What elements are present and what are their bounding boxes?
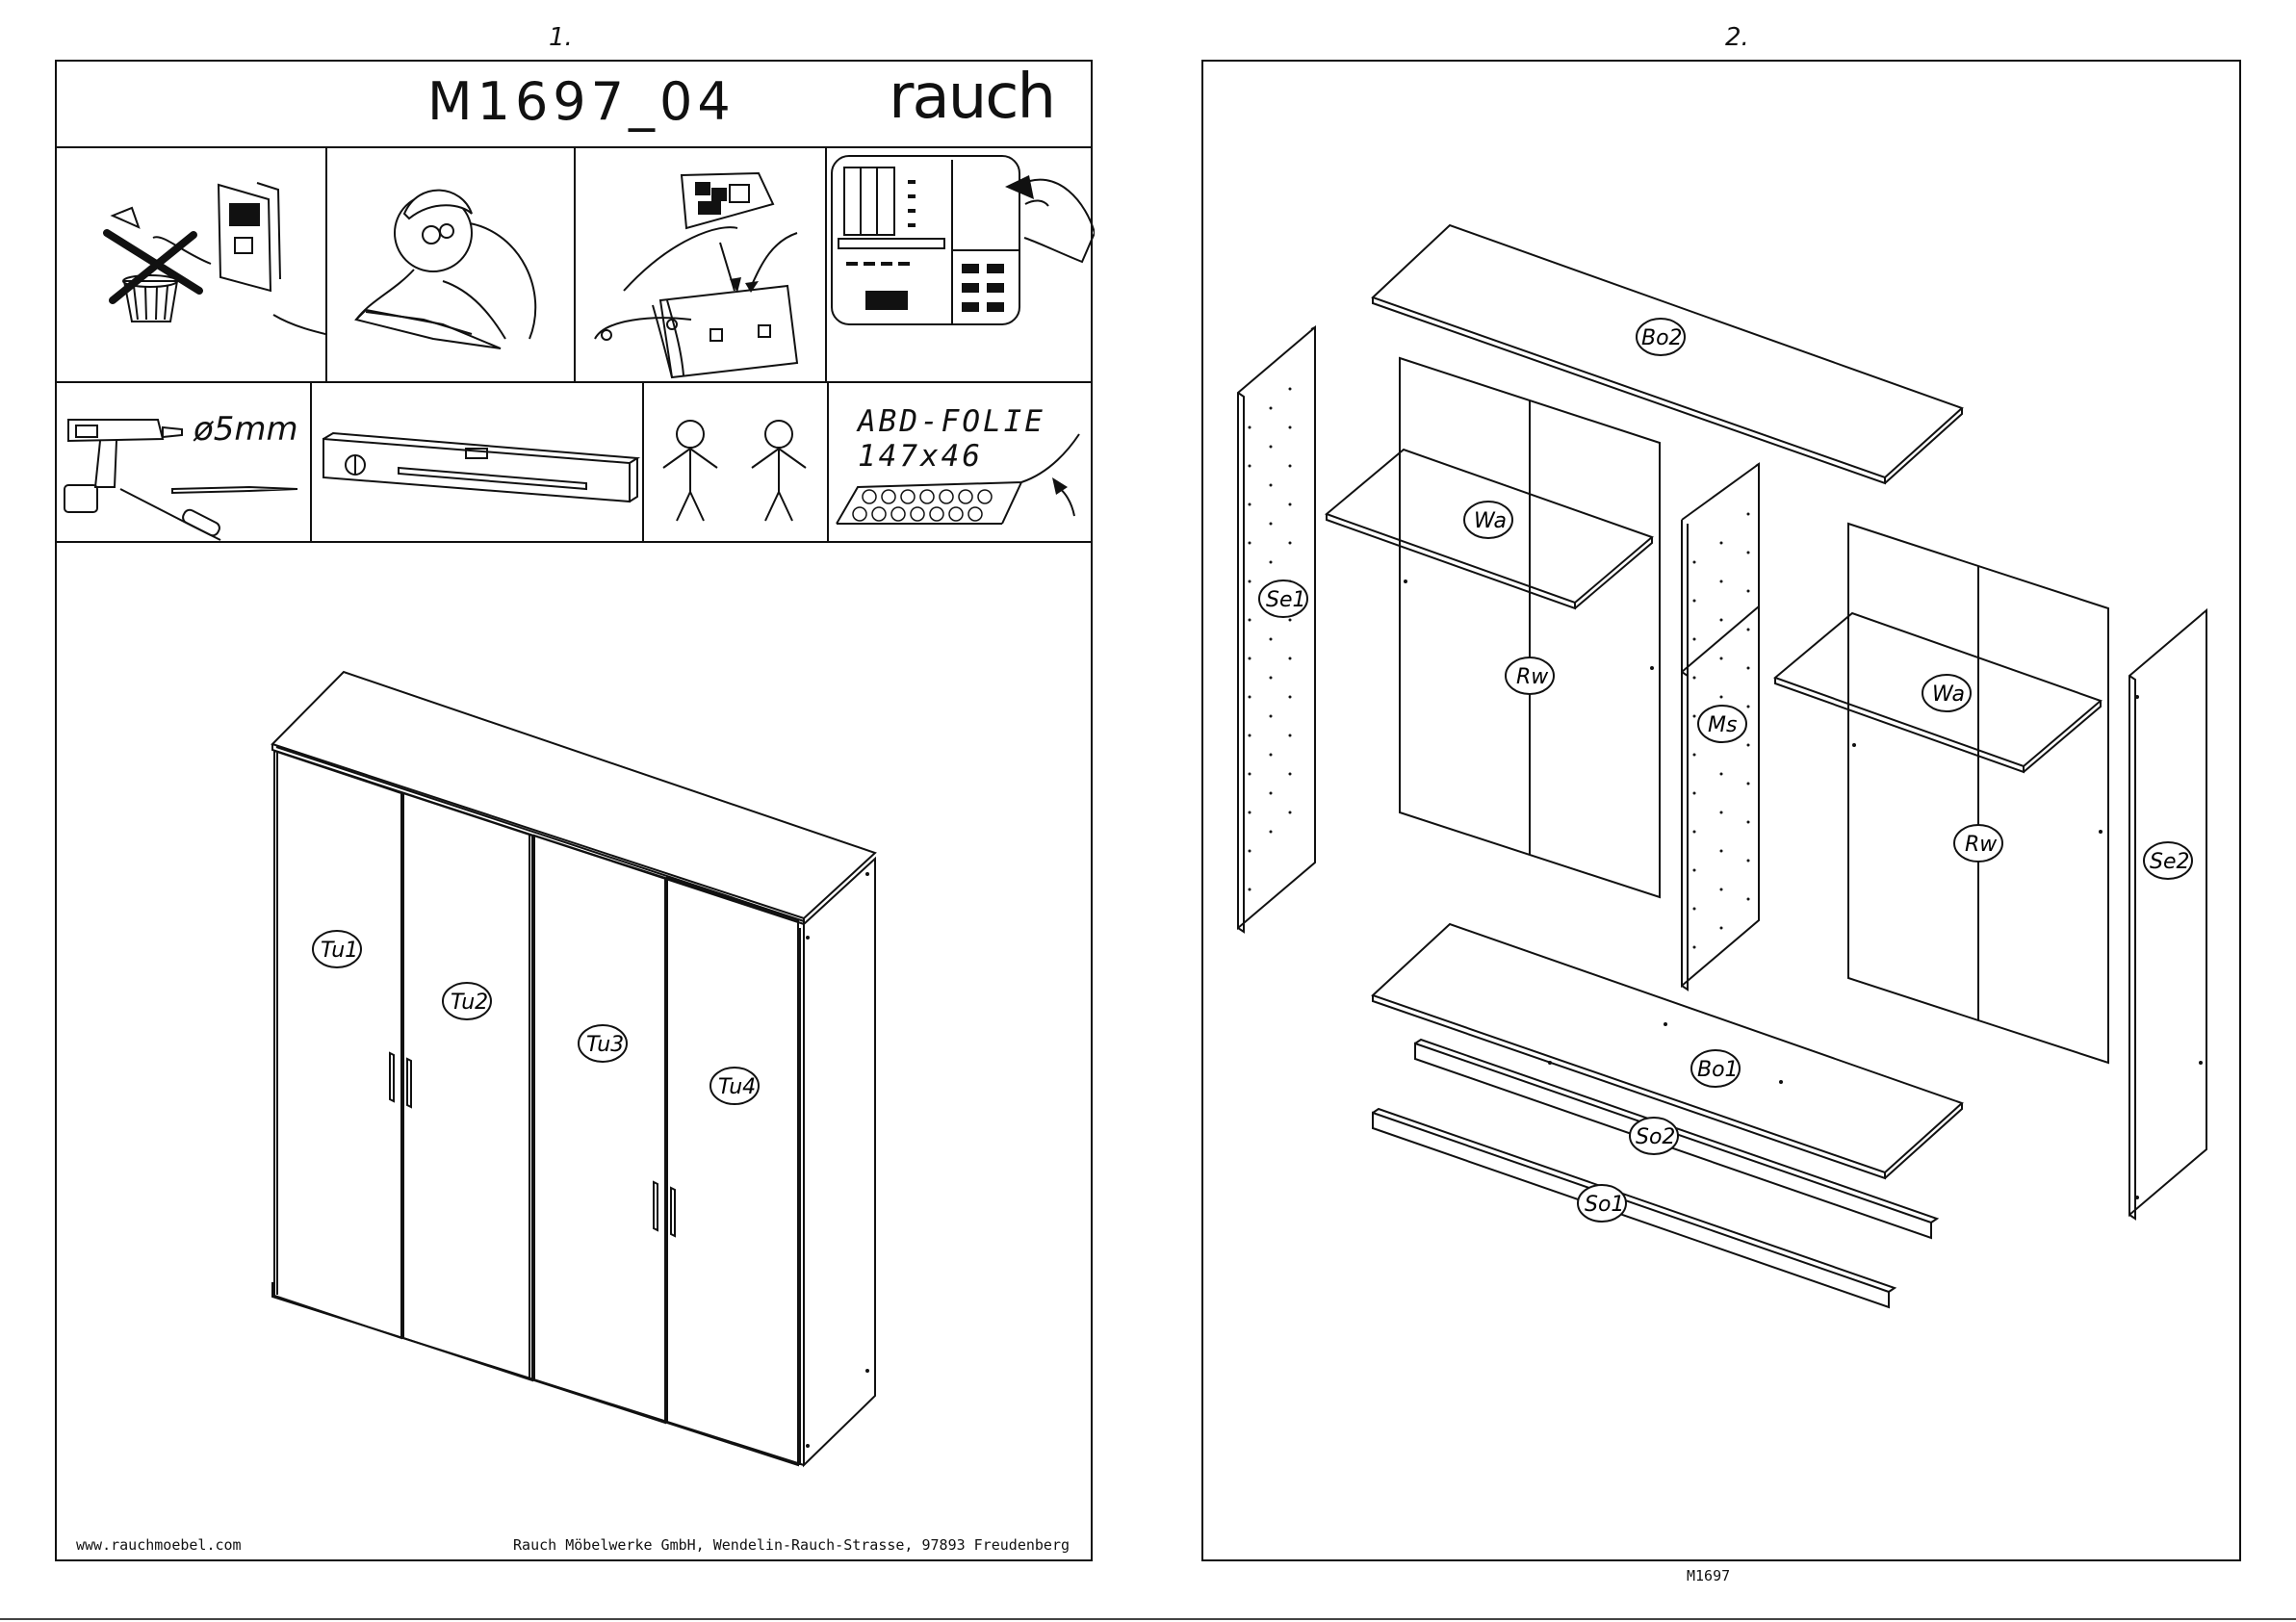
door-label-tu4: Tu4	[718, 1075, 756, 1099]
foil-sheet-icon	[829, 381, 1095, 541]
door-label-tu3: Tu3	[586, 1033, 624, 1057]
title-row: M1697_04 rauch	[57, 62, 1091, 148]
no-trash-instruction	[57, 146, 327, 381]
door-label-tu1: Tu1	[321, 939, 358, 963]
footer-website: www.rauchmoebel.com	[76, 1536, 242, 1554]
model-code: M1697_04	[427, 71, 735, 132]
brand-logo: rauch	[889, 62, 1054, 133]
sheet2-bottom-code: M1697	[1687, 1567, 1730, 1584]
two-persons-icon	[644, 381, 829, 541]
two-persons-cell	[644, 381, 829, 541]
instruction-sheet-2: Bo2 Se1 Wa Rw Ms Wa Rw Se2 Bo1 So2 So1	[1201, 60, 2241, 1561]
part-label-se2: Se2	[2150, 850, 2190, 874]
spirit-level-icon	[312, 381, 644, 541]
instructions-row	[57, 146, 1091, 383]
file-instructions-pictogram	[576, 146, 827, 381]
part-label-rw-right: Rw	[1965, 833, 1998, 857]
part-label-wa-right: Wa	[1932, 682, 1965, 707]
part-label-bo2: Bo2	[1641, 326, 1683, 350]
part-label-so1: So1	[1585, 1193, 1624, 1217]
foil-cell: ABD-FOLIE 147x46	[829, 381, 1095, 541]
drill-tool-cell: ø5mm	[57, 381, 312, 541]
exploded-parts-drawing: Bo2 Se1 Wa Rw Ms Wa Rw Se2 Bo1 So2 So1	[1203, 62, 2243, 1563]
assembled-wardrobe-drawing: Tu1 Tu2 Tu3 Tu4	[57, 541, 1095, 1504]
level-tool-cell	[312, 381, 644, 541]
part-label-wa-left: Wa	[1474, 509, 1507, 533]
folder-storage-icon	[576, 146, 827, 381]
page-number-2: 2.	[1725, 23, 1749, 52]
door-label-tu2: Tu2	[451, 991, 488, 1015]
instruction-sheet-1: M1697_04 rauch	[55, 60, 1093, 1561]
tools-row: ø5mm	[57, 381, 1091, 543]
part-label-bo1: Bo1	[1697, 1058, 1739, 1082]
discard-forbidden-icon	[57, 146, 327, 381]
part-label-so2: So2	[1636, 1125, 1675, 1149]
part-label-se1: Se1	[1266, 588, 1306, 612]
page-number-1: 1.	[549, 23, 573, 52]
footer-address: Rauch Möbelwerke GmbH, Wendelin-Rauch-St…	[513, 1536, 1070, 1554]
drill-and-screwdriver-icon	[57, 381, 312, 541]
read-instructions-pictogram	[327, 146, 576, 381]
peel-sticker-icon	[827, 146, 1095, 381]
person-reading-icon	[327, 146, 576, 381]
sticker-pictogram	[827, 146, 1095, 381]
page-bottom-rule	[0, 1618, 2296, 1620]
drill-size-label: ø5mm	[193, 410, 298, 449]
part-label-rw-left: Rw	[1516, 665, 1549, 689]
part-label-ms: Ms	[1708, 713, 1737, 737]
